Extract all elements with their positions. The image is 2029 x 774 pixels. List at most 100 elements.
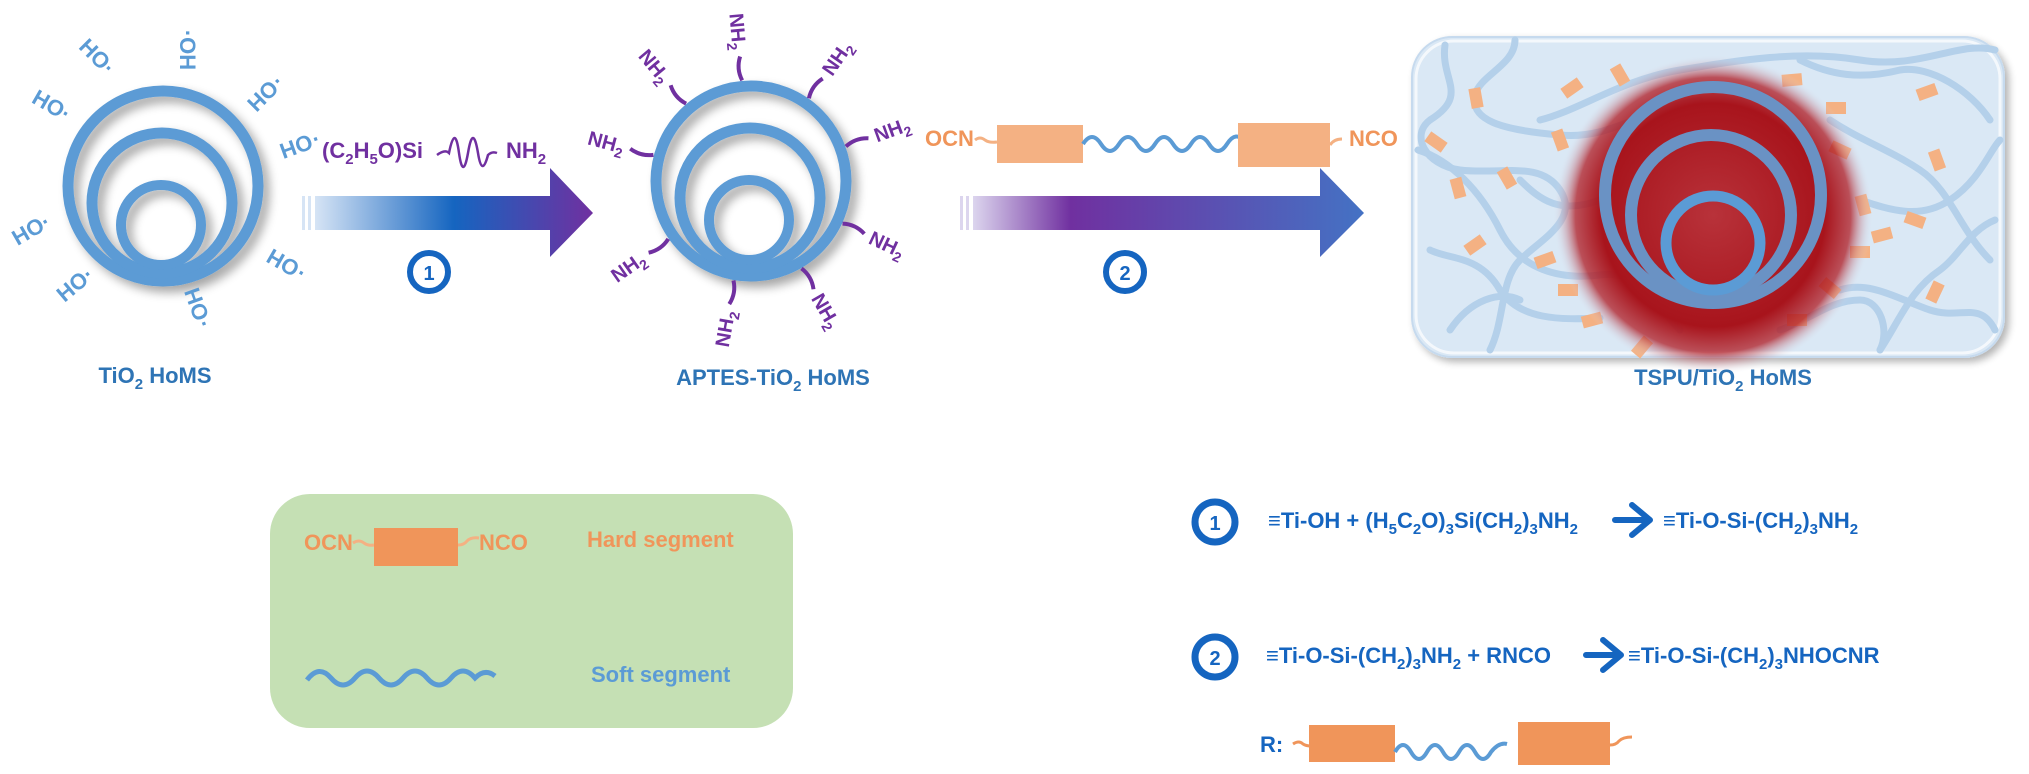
hydroxyl-group: ·OH [175,30,200,70]
amine-group: NH2 [585,128,627,162]
polymer-chain [1417,41,1569,354]
equation-1-arrow [1612,502,1653,538]
amine-group: NH2 [712,309,743,350]
svg-text:2: 2 [1209,648,1220,670]
hard-segment-block [1609,63,1631,87]
outer-shell [1599,81,1827,309]
aptes-linker [668,84,688,106]
reaction-arrow-2 [960,168,1364,257]
hard-segment-block [1449,176,1467,200]
svg-text:1: 1 [423,263,434,285]
hard-segment-block [997,125,1083,163]
polymer-chain [1876,216,1999,354]
polymer-chain [1836,283,1999,334]
hard-segment-block [1925,280,1945,304]
outer-shell [650,80,852,282]
hard-segment-block [1915,82,1939,102]
amine-group: NH2 [804,290,844,334]
aptes-tio2-label: APTES-TiO2 HoMS [676,365,870,395]
svg-text:2: 2 [1119,263,1130,285]
equation-2-arrow [1583,637,1624,673]
equation-2-product: ≡Ti-O-Si-(CH2)3NHOCNR [1628,643,1880,673]
red-glow [1553,55,1873,375]
equation-2-reactants: ≡Ti-O-Si-(CH2)3NH2 + RNCO [1266,643,1551,673]
svg-text:OCN: OCN [304,530,353,555]
aptes-linker [736,55,744,82]
polymer-chain [1856,136,2004,216]
hydroxyl-group: ·OH [263,244,310,286]
hard-segment-block [1550,128,1570,152]
amine-group: NH2 [607,248,652,290]
tio2-homs-label: TiO2 HoMS [98,363,211,393]
polymer-chain [1446,292,1524,334]
svg-text:OCN: OCN [925,126,974,151]
aptes-linker [844,136,869,148]
tspu-tio2-label: TSPU/TiO2 HoMS [1634,365,1812,395]
aptes-reagent: (C2H5O)Si [322,138,423,168]
inner-shell [704,175,794,265]
middle-shell [86,127,238,279]
amine-group: NH2 [721,12,749,51]
hydroxyl-group: HO· [74,34,120,80]
equation-1-reactants: ≡Ti-OH + (H5C2O)3Si(CH2)3NH2 [1268,508,1578,538]
hydroxyl-group: ·OH [242,70,288,116]
aptes-linker [806,76,824,99]
soft-segment-label: Soft segment [591,662,731,687]
polymer-chain [1536,44,1999,124]
hard-segment-block [1424,131,1448,153]
hard-segment-label: Hard segment [587,527,734,552]
equation-2: 2 ≡Ti-O-Si-(CH2)3NH2 + RNCO ≡Ti-O-Si-(CH… [1191,633,1880,681]
hard-segment-block [1927,148,1947,172]
hydroxyl-group: HO· [8,209,55,251]
hydroxyl-group: ·OH [179,284,216,330]
step-2-badge: 2 [1103,250,1147,294]
inner-shell [116,180,206,270]
polymer-chain [1796,56,1994,124]
hydroxyl-group: ·OH [276,126,322,163]
amine-group: NH2 [871,114,914,150]
amine-group: NH2 [864,228,908,266]
step-1-badge: 1 [407,250,451,294]
aptes-amine: NH2 [506,138,546,168]
svg-text:NCO: NCO [1349,126,1398,151]
hydroxyl-group: HO· [52,262,99,307]
aptes-chain-icon [436,136,498,169]
hard-segment-block [1463,234,1487,256]
hard-segment-block [1533,250,1557,270]
legend-box: OCN NCO Hard segment Soft segment [270,494,793,728]
tio2-homs-particle [62,85,264,287]
aptes-linker [648,237,670,255]
aptes-linker [727,280,737,306]
hard-segment-block [1903,210,1927,230]
inner-shell [1660,190,1766,296]
hard-segment-block [1496,166,1518,190]
aptes-linker [800,266,816,290]
soft-segment-chain [1081,134,1247,153]
outer-shell [62,85,264,287]
amine-group: NH2 [818,37,860,82]
hard-segment-block [1870,226,1894,244]
polymer-chain [1826,116,1994,264]
aptes-linker [629,147,654,158]
tspu-composite [1411,36,2005,375]
svg-text:NCO: NCO [479,530,528,555]
svg-text:R:: R: [1260,732,1283,757]
aptes-tio2-particle [650,80,852,282]
hydroxyl-group: HO· [28,85,75,127]
hard-segment-block [1560,77,1584,99]
amine-group: NH2 [631,46,674,90]
aptes-linker [842,221,866,236]
hard-segment-block [1238,123,1330,167]
reaction-arrow-1 [302,168,593,257]
svg-text:1: 1 [1209,513,1220,535]
legend-soft-segment: Soft segment [305,662,731,688]
equation-1: 1 ≡Ti-OH + (H5C2O)3Si(CH2)3NH2 ≡Ti-O-Si-… [1191,498,1858,546]
equation-1-product: ≡Ti-O-Si-(CH2)3NH2 [1663,508,1858,538]
middle-shell [674,122,826,274]
hard-segment-block [1468,87,1484,109]
legend-hard-segment: OCN NCO Hard segment [304,527,734,566]
polymer-chain [1426,246,1604,323]
prepolymer-molecule: OCN NCO [925,123,1398,167]
r-group-definition: R: [1260,722,1633,765]
